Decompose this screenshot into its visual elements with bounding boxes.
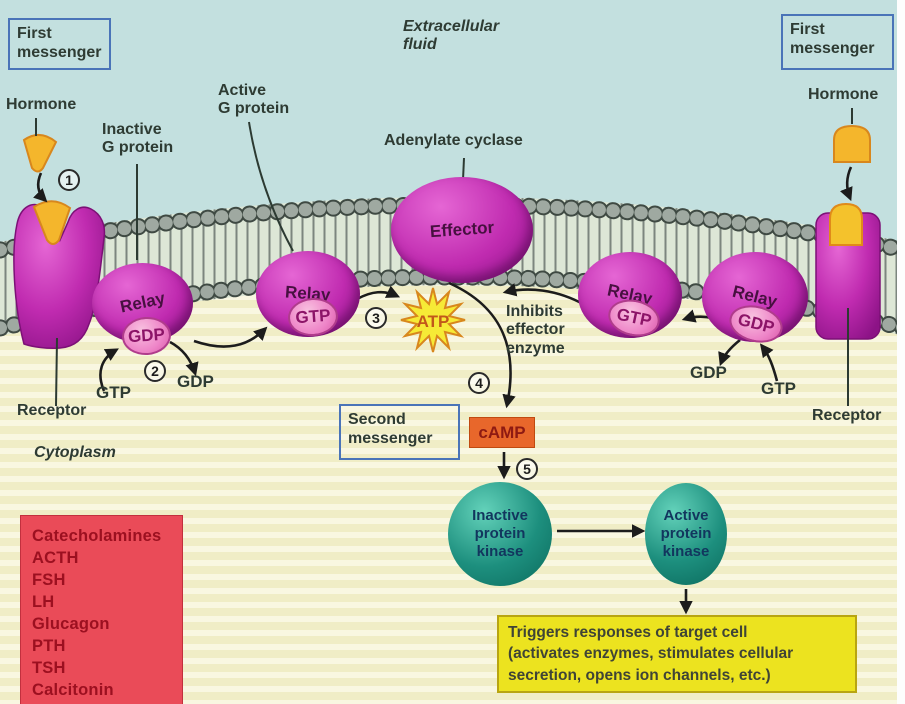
step-1-badge: 1 bbox=[58, 169, 80, 191]
flow-arrows bbox=[33, 166, 853, 615]
first-messenger-box-left: First messenger bbox=[8, 18, 111, 70]
active-protein-kinase: Active protein kinase bbox=[645, 483, 727, 585]
first-messenger-box-right: First messenger bbox=[781, 14, 894, 70]
hormone-label-left: Hormone bbox=[6, 96, 77, 113]
gdp-out-label-right: GDP bbox=[690, 363, 727, 382]
receptor-label-right: Receptor bbox=[812, 407, 882, 424]
step-5-badge: 5 bbox=[516, 458, 538, 480]
second-messenger-box: Second messenger bbox=[339, 404, 460, 460]
inhibits-effector-note: Inhibits effector enzyme bbox=[506, 303, 565, 357]
effector-label: Effector bbox=[429, 217, 495, 242]
atp-label: ATP bbox=[416, 312, 450, 331]
scan-margin bbox=[897, 0, 905, 704]
active-g-protein-label: Active G protein bbox=[218, 82, 290, 118]
gtp-in-label-left: GTP bbox=[96, 383, 131, 402]
gtp-in-label-right: GTP bbox=[761, 379, 796, 398]
hormone-item: Calcitonin bbox=[32, 681, 114, 699]
hormone-list: Catecholamines ACTH FSH LH Glucagon PTH … bbox=[32, 525, 182, 701]
arrow-effector-to-camp bbox=[448, 281, 516, 409]
hormone-docked-right bbox=[829, 202, 863, 246]
hormone-item: Catecholamines bbox=[32, 527, 162, 545]
cytoplasm-label: Cytoplasm bbox=[34, 444, 116, 461]
hormone-item: LH bbox=[32, 593, 55, 611]
inactive-g-protein-label: Inactive G protein bbox=[102, 121, 174, 157]
arrow-relay-to-atp bbox=[356, 285, 401, 301]
step-4-badge: 4 bbox=[468, 372, 490, 394]
camp-second-messenger: cAMP bbox=[469, 417, 535, 448]
extracellular-fluid-label: Extracellular fluid bbox=[403, 18, 500, 54]
hormone-item: ACTH bbox=[32, 549, 79, 567]
leader-adenylate-cyclase bbox=[462, 157, 465, 181]
leader-active-g bbox=[248, 121, 294, 252]
leader-receptor-left bbox=[55, 337, 58, 407]
arrow-inhibits-effector bbox=[502, 283, 586, 307]
atp-star bbox=[400, 287, 466, 353]
hormone-item: PTH bbox=[32, 637, 66, 655]
step-3-badge: 3 bbox=[365, 307, 387, 329]
hormone-label-right: Hormone bbox=[808, 86, 879, 103]
step-2-badge: 2 bbox=[144, 360, 166, 382]
effector-enzyme: Effector bbox=[391, 177, 533, 283]
arrow-relay-activation-left bbox=[193, 326, 268, 348]
hormone-dome-right bbox=[833, 124, 871, 163]
adenylate-cyclase-label: Adenylate cyclase bbox=[384, 132, 523, 149]
relay-label-1: Relay bbox=[118, 288, 167, 317]
inactive-protein-kinase: Inactive protein kinase bbox=[448, 482, 552, 586]
arrow-hormone-binds-left bbox=[33, 172, 48, 203]
hormone-item: FSH bbox=[32, 571, 66, 589]
arrow-gdp-out-right bbox=[718, 338, 741, 367]
arrow-gdp-out-left bbox=[169, 340, 199, 377]
cytoplasm-background bbox=[0, 274, 905, 704]
arrow-hormone-binds-right bbox=[839, 166, 853, 202]
leader-lines bbox=[35, 108, 853, 407]
hormone-item: TSH bbox=[32, 659, 66, 677]
arrow-gtp-in-left bbox=[99, 348, 119, 392]
hormone-item: Glucagon bbox=[32, 615, 110, 633]
receptor-label-left: Receptor bbox=[17, 402, 87, 419]
arrow-gtp-in-right bbox=[759, 343, 779, 382]
gdp-out-label-left: GDP bbox=[177, 372, 214, 391]
hormone-examples-panel: Catecholamines ACTH FSH LH Glucagon PTH … bbox=[20, 515, 183, 704]
receptor-left-shape bbox=[13, 203, 106, 349]
hormone-wedge-left bbox=[22, 134, 58, 173]
target-cell-response-box: Triggers responses of target cell (activ… bbox=[497, 615, 857, 693]
